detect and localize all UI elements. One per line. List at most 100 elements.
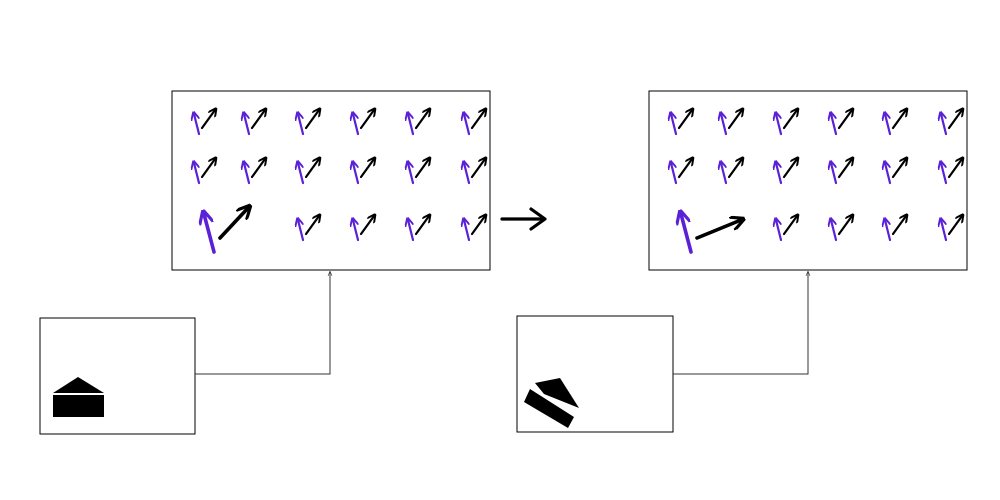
arrow-pair: [776, 110, 797, 136]
purple-arrow: [408, 163, 415, 185]
arrow-pair: [681, 214, 741, 254]
arrow-pair: [464, 159, 485, 185]
purple-arrow: [941, 163, 948, 185]
arrow-pair: [204, 208, 248, 254]
purple-arrow: [885, 220, 892, 242]
purple-arrow: [885, 163, 892, 185]
arrow-pair: [194, 159, 215, 185]
arrow-pair: [244, 159, 265, 185]
arrow-pair: [408, 216, 429, 242]
arrow-pair: [194, 110, 215, 136]
black-arrow: [304, 159, 319, 179]
black-arrow: [947, 159, 962, 179]
purple-arrow: [244, 163, 251, 185]
arrow-pair: [831, 110, 852, 136]
arrow-pair: [941, 216, 962, 242]
purple-arrow: [721, 163, 728, 185]
black-arrow: [304, 216, 319, 236]
black-arrow: [359, 159, 374, 179]
black-arrow: [218, 208, 248, 240]
purple-arrow: [244, 114, 251, 136]
right-arrow-icon: [500, 207, 547, 231]
shape-box-after: [516, 315, 674, 433]
purple-arrow: [831, 220, 838, 242]
purple-arrow: [353, 114, 360, 136]
arrow-pair: [464, 216, 485, 242]
arrow-pair: [831, 159, 852, 185]
arrow-pair: [776, 216, 797, 242]
arrow-pair: [885, 110, 906, 136]
black-arrow: [359, 110, 374, 130]
black-arrow: [414, 159, 429, 179]
purple-arrow: [353, 163, 360, 185]
black-arrow: [837, 159, 852, 179]
black-arrow: [250, 159, 265, 179]
purple-arrow: [194, 114, 201, 136]
black-arrow: [837, 110, 852, 130]
purple-arrow: [298, 220, 305, 242]
purple-arrow: [941, 220, 948, 242]
black-arrow: [727, 110, 742, 130]
arrow-pair: [776, 159, 797, 185]
arrow-pair: [885, 216, 906, 242]
black-arrow: [947, 110, 962, 130]
connector-after: [673, 272, 808, 375]
black-arrow: [677, 159, 692, 179]
black-arrow: [837, 216, 852, 236]
arrow-pair: [671, 110, 692, 136]
purple-arrow: [298, 114, 305, 136]
black-arrow: [200, 110, 215, 130]
arrow-pair: [831, 216, 852, 242]
black-arrow: [891, 110, 906, 130]
purple-arrow: [831, 114, 838, 136]
purple-arrow: [353, 220, 360, 242]
arrow-pair: [721, 110, 742, 136]
arrow-pair: [298, 216, 319, 242]
purple-arrow: [831, 163, 838, 185]
black-arrow: [782, 110, 797, 130]
arrow-field-box-before: [171, 90, 491, 271]
black-arrow: [782, 159, 797, 179]
purple-arrow: [464, 163, 471, 185]
purple-arrow: [464, 220, 471, 242]
arrow-pair: [408, 159, 429, 185]
purple-arrow: [776, 163, 783, 185]
black-arrow: [359, 216, 374, 236]
black-arrow: [947, 216, 962, 236]
arrow-pair: [353, 159, 374, 185]
black-arrow: [727, 159, 742, 179]
purple-arrow: [776, 114, 783, 136]
arrow-pair: [941, 159, 962, 185]
black-arrow: [470, 216, 485, 236]
purple-arrow: [671, 163, 678, 185]
black-arrow: [470, 110, 485, 130]
arrow-pair: [408, 110, 429, 136]
arrow-pair: [244, 110, 265, 136]
black-arrow: [304, 110, 319, 130]
arrow-field-before: [194, 110, 485, 254]
black-arrow: [250, 110, 265, 130]
arrow-pair: [671, 159, 692, 185]
black-arrow: [782, 216, 797, 236]
purple-arrow: [204, 214, 216, 254]
panel-after: [516, 90, 968, 433]
purple-arrow: [776, 220, 783, 242]
connector-before: [195, 272, 330, 375]
arrow-field-after: [671, 110, 962, 254]
arrow-pair: [353, 216, 374, 242]
black-arrow: [200, 159, 215, 179]
black-arrow: [677, 110, 692, 130]
panel-before: [39, 90, 491, 435]
purple-arrow: [681, 214, 693, 254]
black-arrow: [695, 220, 741, 240]
purple-arrow: [721, 114, 728, 136]
black-arrow: [470, 159, 485, 179]
arrow-pair: [353, 110, 374, 136]
purple-arrow: [408, 220, 415, 242]
arrow-pair: [721, 159, 742, 185]
purple-arrow: [464, 114, 471, 136]
arrow-pair: [941, 110, 962, 136]
purple-arrow: [298, 163, 305, 185]
purple-arrow: [408, 114, 415, 136]
